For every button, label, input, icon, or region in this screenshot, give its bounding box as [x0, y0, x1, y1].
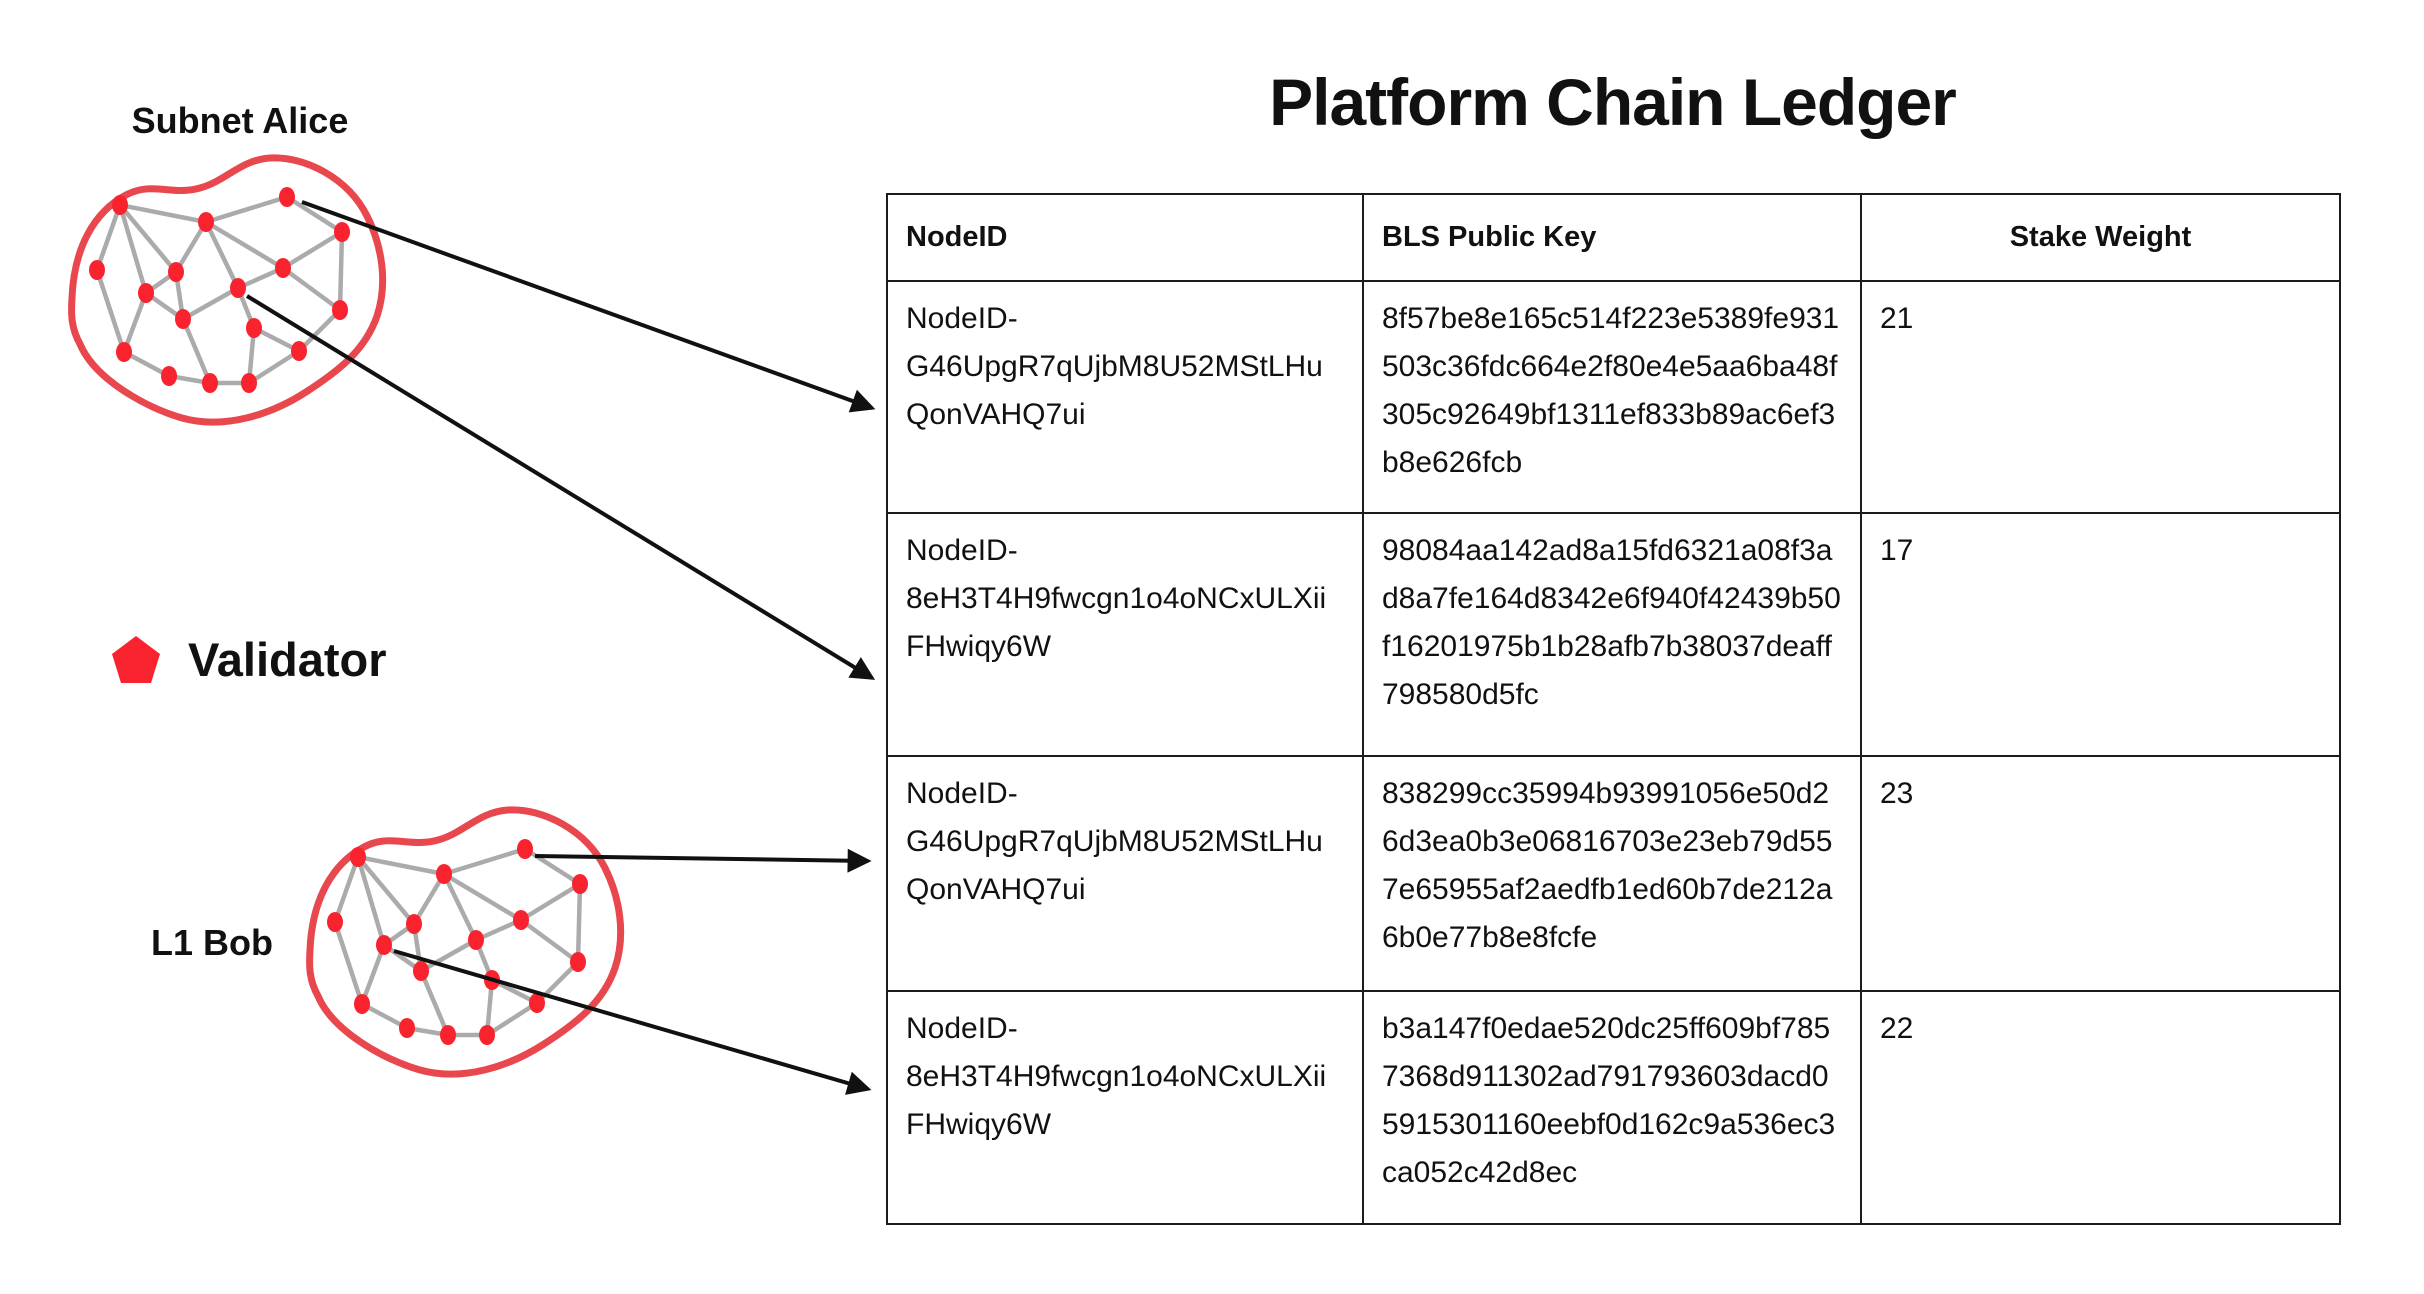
header-nodeid: NodeID	[886, 193, 1364, 282]
l1-bob-network	[306, 806, 625, 1078]
cell-bls-public-key: 838299cc35994b93991056e50d26d3ea0b3e0681…	[1362, 755, 1862, 992]
table-header-row: NodeID BLS Public Key Stake Weight	[886, 193, 2341, 282]
header-stake-weight: Stake Weight	[1860, 193, 2341, 282]
cell-stake-weight: 22	[1860, 990, 2341, 1225]
pentagon-icon	[112, 635, 160, 683]
table-row: NodeID-8eH3T4H9fwcgn1o4oNCxULXiiFHwiqy6W…	[886, 512, 2341, 757]
cell-bls-public-key: b3a147f0edae520dc25ff609bf7857368d911302…	[1362, 990, 1862, 1225]
platform-chain-ledger-table: NodeID BLS Public Key Stake Weight NodeI…	[886, 193, 2341, 1225]
header-bls-public-key: BLS Public Key	[1362, 193, 1862, 282]
table-row: NodeID-G46UpgR7qUjbM8U52MStLHuQonVAHQ7ui…	[886, 280, 2341, 514]
cell-stake-weight: 21	[1860, 280, 2341, 514]
subnet-alice-label: Subnet Alice	[131, 100, 349, 141]
cell-nodeid: NodeID-G46UpgR7qUjbM8U52MStLHuQonVAHQ7ui	[886, 755, 1364, 992]
cell-nodeid: NodeID-8eH3T4H9fwcgn1o4oNCxULXiiFHwiqy6W	[886, 512, 1364, 757]
subnet-alice-network	[68, 154, 387, 426]
validator-legend: Validator	[110, 632, 387, 687]
cell-nodeid: NodeID-8eH3T4H9fwcgn1o4oNCxULXiiFHwiqy6W	[886, 990, 1364, 1225]
cell-stake-weight: 17	[1860, 512, 2341, 757]
cell-bls-public-key: 98084aa142ad8a15fd6321a08f3ad8a7fe164d83…	[1362, 512, 1862, 757]
table-row: NodeID-G46UpgR7qUjbM8U52MStLHuQonVAHQ7ui…	[886, 755, 2341, 992]
validator-legend-label: Validator	[188, 633, 387, 686]
cell-stake-weight: 23	[1860, 755, 2341, 992]
table-row: NodeID-8eH3T4H9fwcgn1o4oNCxULXiiFHwiqy6W…	[886, 990, 2341, 1225]
page-title: Platform Chain Ledger	[1269, 65, 1957, 139]
cell-nodeid: NodeID-G46UpgR7qUjbM8U52MStLHuQonVAHQ7ui	[886, 280, 1364, 514]
cell-bls-public-key: 8f57be8e165c514f223e5389fe931503c36fdc66…	[1362, 280, 1862, 514]
l1-bob-label: L1 Bob	[151, 922, 273, 963]
